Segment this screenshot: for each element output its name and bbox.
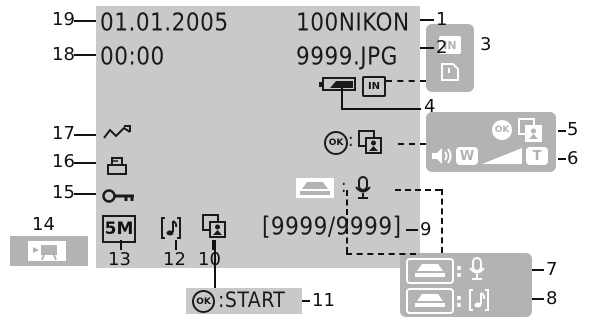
time-readout: 00:00 [100,41,165,71]
leader-line [212,240,214,250]
leader-line [341,86,343,108]
zoom-tele-button: T [526,147,548,165]
callout-1: 1 [436,9,448,30]
leader-line [214,240,216,288]
leader-line [346,253,416,257]
leader-line [558,130,566,132]
callout-8: 8 [546,288,558,309]
leader-line [420,19,434,21]
voice-memo-panel: : : [400,253,532,317]
leader-line [386,80,426,84]
callout-5: 5 [567,119,579,140]
leader-line [341,108,421,110]
callout-13: 13 [108,249,131,270]
callout-12: 12 [163,249,186,270]
callout-3: 3 [480,34,492,55]
colon: : [455,258,463,282]
microphone-icon [468,257,486,281]
ok-button-icon: OK [324,131,348,155]
file-name: 9999.JPG [296,41,398,71]
image-size-indicator: 5M [102,215,136,243]
transfer-button-icon [406,288,454,314]
leader-line [175,240,177,250]
transfer-button-icon [296,178,334,198]
leader-line [532,298,544,300]
ok-button-icon: OK [192,290,215,313]
battery-icon [318,76,358,92]
leader-line [406,229,418,231]
callout-19: 19 [52,9,75,30]
leader-line [74,162,96,164]
display-mode-icon-2 [202,214,226,238]
callout-16: 16 [52,151,75,172]
movie-icon [28,241,66,261]
leader-line [398,143,426,147]
display-mode-icon [358,130,382,154]
callout-17: 17 [52,123,75,144]
frame-count: [9999/9999] [262,211,402,241]
display-mode-icon [518,118,542,142]
leader-line [395,189,441,193]
internal-memory-icon: IN [439,36,461,54]
ok-button-icon: OK [492,120,512,140]
leader-line [420,47,434,49]
volume-ramp [482,148,522,164]
callout-9: 9 [420,219,432,240]
pictmotion-icon [102,124,132,142]
leader-line [74,134,96,136]
zoom-panel: OK W T [426,112,556,172]
speaker-icon [430,146,454,166]
callout-18: 18 [52,44,75,65]
callout-7: 7 [546,259,558,280]
memory-card-icon [440,62,460,82]
leader-line [74,20,96,22]
date-readout: 01.01.2005 [100,7,229,37]
transfer-button-icon [406,258,454,284]
callout-2: 2 [436,37,448,58]
callout-6: 6 [567,148,579,169]
callout-4: 4 [424,96,436,117]
movie-panel [10,236,88,266]
colon: : [348,130,354,151]
print-order-icon [106,156,128,178]
leader-line [346,190,350,253]
colon: : [455,288,463,312]
camera-monitor-display: 01.01.2005 00:00 100NIKON 9999.JPG IN OK… [96,6,420,268]
internal-memory-icon: IN [362,76,386,97]
voice-memo-icon [160,216,182,240]
callout-11: 11 [312,290,335,311]
folder-name: 100NIKON [296,7,410,37]
callout-15: 15 [52,182,75,203]
callout-10: 10 [198,249,221,270]
start-label: :START [218,288,286,312]
callout-14: 14 [32,214,55,235]
leader-line [302,300,310,302]
leader-line [441,189,445,253]
start-strip: OK :START [186,288,302,314]
memory-panel: IN [426,24,474,92]
leader-line [74,54,96,56]
protect-key-icon [102,188,136,204]
leader-line [120,240,122,250]
leader-line [558,158,566,160]
leader-line [74,193,96,195]
leader-line [532,269,544,271]
voice-memo-icon [468,288,490,312]
zoom-wide-button: W [456,147,478,165]
colon: : [341,176,347,197]
microphone-icon [354,176,372,200]
